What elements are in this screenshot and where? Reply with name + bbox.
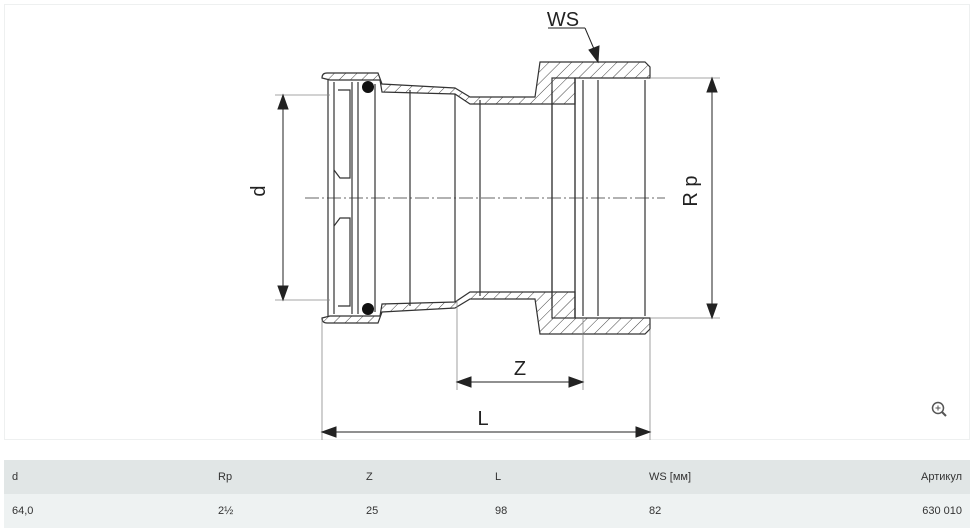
col-rp: Rp bbox=[218, 471, 233, 483]
dim-label-l: L bbox=[477, 408, 488, 430]
table-header-row: d Rp Z L WS [мм] Артикул bbox=[4, 460, 970, 494]
col-z: Z bbox=[366, 471, 373, 483]
col-d: d bbox=[12, 471, 19, 483]
col-l: L bbox=[495, 471, 502, 483]
cell-z: 25 bbox=[366, 505, 379, 517]
zoom-in-icon[interactable] bbox=[930, 400, 950, 420]
cell-ws: 82 bbox=[649, 505, 662, 517]
dimensions-table: d Rp Z L WS [мм] Артикул 64,0 2½ 25 98 8… bbox=[4, 460, 970, 528]
dim-label-rp: R p bbox=[680, 175, 702, 206]
col-ws: WS [мм] bbox=[649, 471, 692, 483]
technical-drawing bbox=[4, 4, 970, 440]
cell-article: 630 010 bbox=[922, 505, 962, 517]
cell-l: 98 bbox=[495, 505, 508, 517]
col-article: Артикул bbox=[920, 471, 962, 483]
cell-d: 64,0 bbox=[12, 505, 34, 517]
dim-label-z: Z bbox=[514, 358, 526, 380]
table-row: 64,0 2½ 25 98 82 630 010 bbox=[4, 494, 970, 528]
dim-label-ws: WS bbox=[547, 9, 579, 31]
cell-rp: 2½ bbox=[218, 505, 234, 517]
fitting-cross-section: d R p Z L WS bbox=[248, 9, 720, 440]
dim-label-d: d bbox=[248, 185, 270, 196]
